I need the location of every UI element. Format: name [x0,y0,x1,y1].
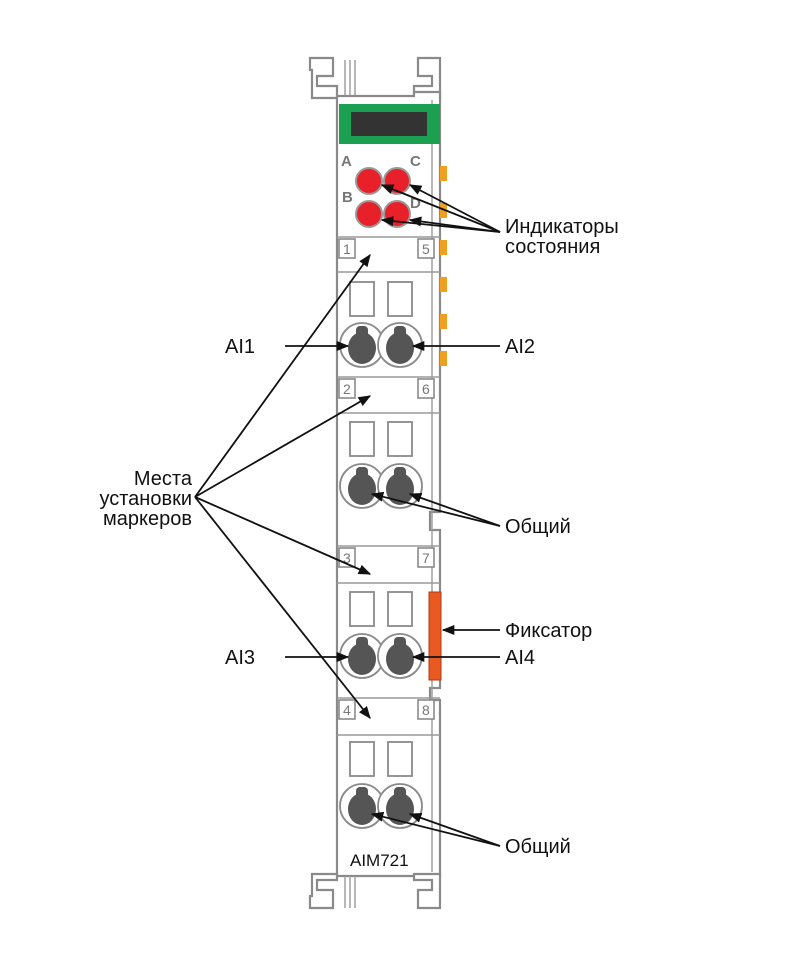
callout-ai2: AI2 [505,336,535,358]
terminal-block-2 [339,421,423,509]
callout-marker-places: Места [134,468,193,490]
callout-common-1: Общий [505,516,571,538]
led-b [355,200,383,228]
callout-marker-places-3: маркеров [103,508,192,530]
marker-number: 6 [422,381,430,397]
model-label: AIM721 [350,851,409,870]
latch [428,591,442,681]
marker-number: 1 [343,241,351,257]
led-a [355,167,383,195]
callout-ai4: AI4 [505,647,535,669]
callout-common-2: Общий [505,836,571,858]
marker-number: 4 [343,702,351,718]
marker-strip-2: 2 6 [337,376,440,414]
status-display-screen [351,112,427,136]
marker-number: 8 [422,702,430,718]
callout-marker-places-2: установки [99,488,192,510]
marker-number: 5 [422,241,430,257]
marker-number: 7 [422,550,430,566]
led-letter-b: B [342,189,353,206]
callout-status-indicators: Индикаторы [505,216,619,238]
marker-number: 3 [343,550,351,566]
led-letter-d: D [410,195,421,212]
side-contacts [440,166,447,366]
callout-latch: Фиксатор [505,620,592,642]
callout-ai1: AI1 [225,336,255,358]
marker-strip-4: 4 8 [337,697,440,736]
callout-arrows [194,184,501,847]
terminal-block-1 [339,281,423,368]
marker-number: 2 [343,381,351,397]
marker-strip-1: 1 5 [337,236,440,273]
terminal-block-3 [339,591,423,679]
callout-status-indicators-2: состояния [505,236,600,258]
led-letter-c: C [410,153,421,170]
callout-ai3: AI3 [225,647,255,669]
led-letter-a: A [341,153,352,170]
bottom-din-clip [308,872,442,910]
